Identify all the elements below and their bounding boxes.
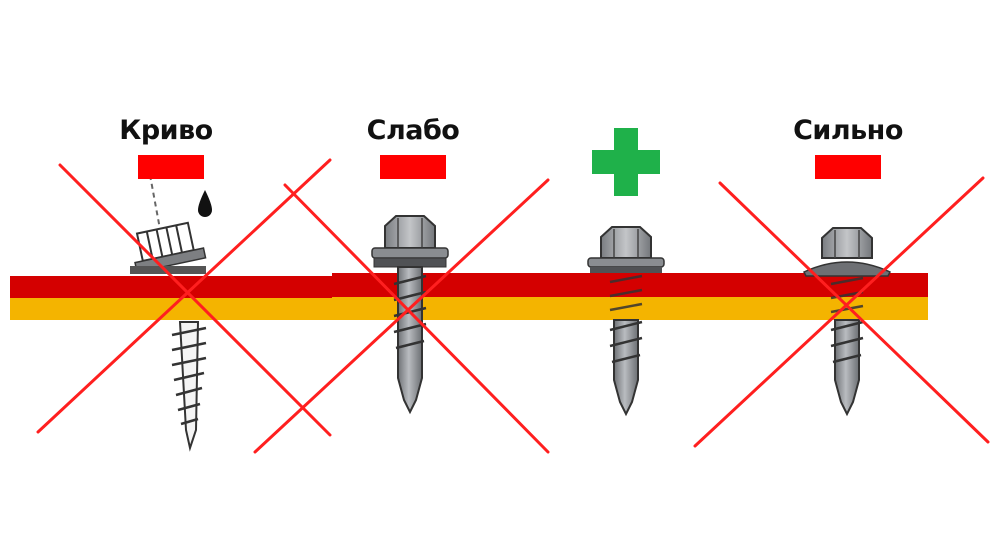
overtightened-screw-illustration (802, 227, 892, 417)
panel-tight (693, 155, 990, 448)
roof-sheet-right (332, 273, 928, 320)
oil-drop-icon (198, 190, 212, 217)
sheet-yellow-layer (332, 297, 928, 320)
cross-line (58, 163, 332, 437)
cross-line (718, 181, 990, 444)
roof-sheet-left (10, 276, 332, 320)
panel-crooked (36, 155, 332, 452)
correct-screw-illustration (587, 226, 665, 417)
cross-line (693, 176, 985, 448)
minus-sign-icon (138, 155, 204, 179)
tilted-screw-illustration (130, 174, 207, 452)
label-crooked: Криво (119, 115, 213, 146)
panel-correct (587, 128, 665, 417)
sheet-red-layer (10, 276, 332, 298)
panel-loose (253, 155, 550, 454)
minus-sign-icon (380, 155, 446, 179)
label-loose: Слабо (366, 115, 460, 146)
minus-sign-icon (815, 155, 881, 179)
label-tight: Сильно (793, 115, 903, 146)
cross-line (253, 178, 550, 454)
cross-line (283, 183, 550, 454)
cross-line (36, 158, 332, 434)
plus-sign-icon (592, 128, 660, 196)
